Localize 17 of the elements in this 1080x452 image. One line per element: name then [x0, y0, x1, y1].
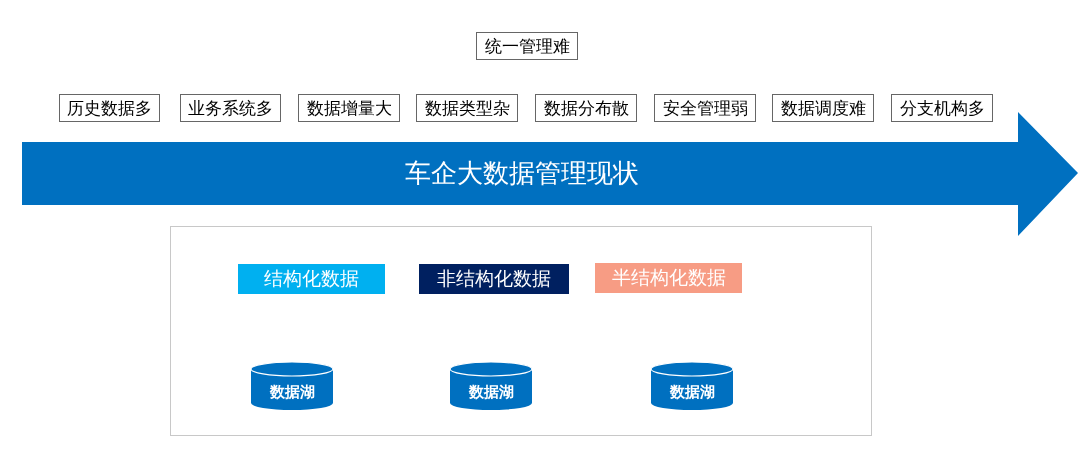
problem-box: 统一管理难: [476, 32, 578, 60]
panel-box: [170, 226, 872, 436]
cylinder-label: 数据湖: [669, 382, 715, 402]
problem-box: 业务系统多: [180, 94, 281, 122]
category-box: 结构化数据: [238, 264, 385, 294]
problem-box: 数据分布散: [535, 94, 637, 122]
problem-box: 安全管理弱: [654, 94, 756, 122]
problem-box: 数据增量大: [298, 94, 400, 122]
problem-box: 分支机构多: [891, 94, 993, 122]
category-box: 半结构化数据: [595, 263, 742, 293]
arrow-title: 车企大数据管理现状: [404, 157, 640, 190]
problem-box: 数据调度难: [772, 94, 874, 122]
problem-box: 数据类型杂: [416, 94, 518, 122]
cylinder-label: 数据湖: [269, 382, 315, 402]
category-box: 非结构化数据: [419, 264, 569, 294]
problem-box: 历史数据多: [59, 94, 160, 122]
cylinder-label: 数据湖: [468, 382, 514, 402]
